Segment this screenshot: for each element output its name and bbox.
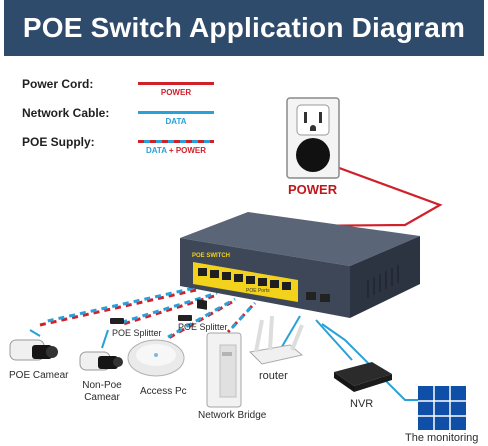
network-bridge-label: Network Bridge [198, 410, 267, 421]
non-poe-camera-label: Non-Poe Camear [82, 380, 122, 403]
legend-poe-tag-plus: + [168, 146, 174, 155]
router-label: router [259, 370, 288, 382]
power-cord [291, 156, 443, 228]
monitoring-screen [418, 386, 466, 430]
poe-switch [180, 212, 420, 318]
legend-network-cable-label: Network Cable: [22, 106, 110, 120]
diagram-title: POE Switch Application Diagram [22, 12, 466, 43]
router-device [248, 315, 304, 365]
access-pc-label: Access Pc [140, 386, 187, 397]
access-point [127, 339, 185, 377]
poe-camera [9, 339, 58, 361]
outlet-power-label: POWER [288, 182, 338, 197]
nvr-device [334, 362, 392, 392]
title-banner: POE Switch Application Diagram [4, 0, 484, 56]
legend-power-line [138, 82, 214, 85]
switch-ports-label: POE Ports [246, 288, 270, 294]
legend-data-tag: DATA [165, 117, 187, 126]
legend-poe-line [138, 140, 214, 143]
poe-splitter-2-label: POE Splitter [178, 322, 228, 332]
legend-poe-tag-power: POWER [175, 146, 207, 155]
poe-cables [39, 285, 257, 342]
legend-power-cord-label: Power Cord: [22, 77, 94, 91]
legend-poe-supply-label: POE Supply: [22, 135, 95, 149]
nvr-label: NVR [350, 398, 374, 410]
poe-splitter-1-label: POE Splitter [112, 328, 162, 338]
network-bridge [206, 332, 242, 408]
legend-poe-tag: DATA + POWER [138, 146, 214, 155]
poe-splitter-2 [178, 315, 192, 321]
monitoring-label: The monitoring [405, 432, 479, 444]
legend-power-tag: POWER [160, 88, 192, 97]
switch-ports [193, 262, 298, 310]
switch-brand: POE SWITCH [192, 253, 230, 259]
poe-camera-label: POE Camear [9, 370, 69, 381]
non-poe-camera [79, 351, 123, 371]
switch-vents [367, 265, 399, 298]
poe-splitter-1 [110, 318, 124, 324]
legend-data-line [138, 111, 214, 114]
power-outlet [286, 97, 340, 179]
legend-poe-tag-data: DATA [145, 146, 167, 155]
